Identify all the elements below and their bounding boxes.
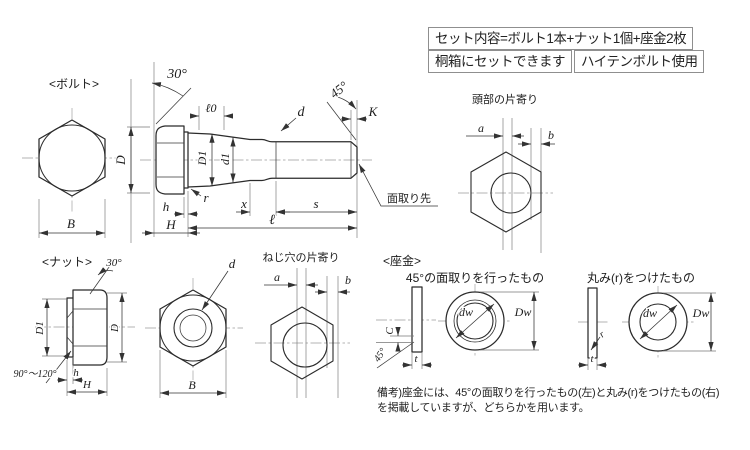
- bolt-dim-30deg: 30°: [166, 67, 187, 82]
- head-offset-dim-b: b: [548, 128, 554, 142]
- bolt-dim-x: x: [240, 196, 247, 211]
- washer-section-label: <座金>: [383, 253, 421, 268]
- bolt-dim-K: K: [368, 104, 379, 119]
- nut-dim-D: D: [109, 324, 121, 333]
- washer-round-title: 丸み(r)をつけたもの: [587, 271, 695, 285]
- nut-dim-H: H: [82, 379, 92, 391]
- bolt-dim-h: h: [163, 199, 170, 214]
- bolt-dim-d1: d1: [218, 153, 232, 165]
- bolt-dim-r: r: [203, 190, 209, 205]
- nut-hole-offset-dim-a: a: [274, 270, 280, 284]
- nut-dim-30deg: 30°: [105, 257, 122, 269]
- washer-chamfer-title: 45°の面取りを行ったもの: [406, 271, 544, 285]
- bolt-front-view: B <ボルト>: [22, 76, 122, 238]
- nut-hole-offset-figure: ねじ穴の片寄り a b: [255, 249, 352, 398]
- bolt-side-view: 30° D ℓ0 D1 d1 d 45° K r h: [112, 62, 438, 243]
- bolt-dim-s: s: [313, 196, 318, 211]
- bolt-dim-l0: ℓ0: [206, 101, 217, 115]
- info-box-kiribako: 桐箱にセットできます: [428, 50, 572, 73]
- bolt-dim-l: ℓ: [269, 213, 275, 228]
- nut-side-view: <ナット> 30° D1 D 90°〜120° h H: [12, 254, 135, 396]
- footnote-line1: 備考)座金には、45°の面取りを行ったもの(左)と丸み(r)をつけたもの(右): [377, 387, 720, 399]
- washer-chamfer-dim-dw: dw: [459, 305, 473, 319]
- bolt-tip-label: 面取り先: [387, 192, 431, 205]
- bolt-dim-H: H: [165, 217, 176, 232]
- nut-dim-angle-range: 90°〜120°: [14, 369, 57, 380]
- washer-chamfer-dim-C: C: [384, 327, 396, 335]
- washer-round-dim-t: t: [590, 353, 594, 365]
- bolt-head-offset-figure: 頭部の片寄り a b: [458, 91, 555, 253]
- footnote: 備考)座金には、45°の面取りを行ったもの(左)と丸み(r)をつけたもの(右) …: [377, 386, 720, 415]
- head-offset-dim-a: a: [478, 121, 484, 135]
- nut-dim-D1: D1: [34, 321, 46, 335]
- washer-chamfer-dim-Dw: Dw: [514, 305, 532, 319]
- washer-round-dim-dw: dw: [643, 306, 657, 320]
- info-box-high-tension: ハイテンボルト使用: [574, 50, 705, 73]
- bolt-dim-D: D: [113, 155, 128, 166]
- footnote-line2: を掲載していますが、どちらかを用います。: [377, 401, 590, 414]
- nut-hole-offset-dim-b: b: [345, 273, 351, 287]
- washer-round-figure: 丸み(r)をつけたもの r t dw Dw: [578, 270, 716, 370]
- nut-hole-offset-title: ねじ穴の片寄り: [263, 250, 340, 264]
- info-box-set-contents: セット内容=ボルト1本+ナット1個+座金2枚: [428, 27, 694, 50]
- nut-dim-B: B: [188, 378, 196, 392]
- bolt-dim-d: d: [298, 105, 306, 120]
- bolt-dim-45deg: 45°: [327, 78, 351, 101]
- nut-dim-h: h: [73, 367, 79, 379]
- nut-dim-d: d: [229, 256, 236, 271]
- nut-section-label: <ナット>: [42, 255, 92, 269]
- washer-round-dim-Dw: Dw: [692, 306, 710, 320]
- bolt-dim-D1: D1: [195, 151, 209, 167]
- bolt-section-label: <ボルト>: [49, 77, 99, 91]
- washer-chamfer-figure: <座金> 45°の面取りを行ったもの C 45° t dw Dw: [371, 252, 545, 369]
- nut-front-view: d B: [145, 255, 243, 398]
- bolt-front-dim-B: B: [67, 216, 75, 231]
- head-offset-title: 頭部の片寄り: [472, 92, 538, 106]
- washer-chamfer-dim-t: t: [414, 353, 418, 365]
